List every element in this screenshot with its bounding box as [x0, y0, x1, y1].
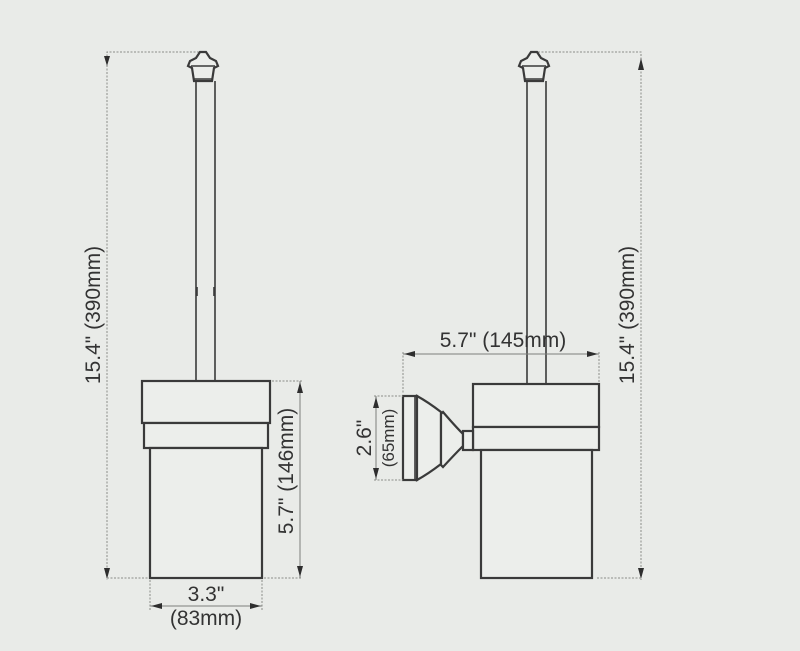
- front-view: 15.4" (390mm) 5.7" (146mm): [82, 50, 303, 630]
- brush-handle-finial: [186, 50, 220, 83]
- side-overall-height-dimension: 15.4" (390mm): [538, 51, 644, 580]
- brush-handle-finial-side: [517, 50, 551, 83]
- arrow-down-icon: [297, 566, 303, 577]
- arrow-down-icon: [104, 568, 110, 579]
- side-projection-label: 5.7" (145mm): [440, 329, 567, 352]
- arrow-down-icon: [638, 568, 644, 579]
- front-cup-width-dimension: 3.3" (83mm): [149, 580, 263, 630]
- front-cup-height-dimension: 5.7" (146mm): [264, 380, 303, 579]
- front-cup-width-mm-label: (83mm): [170, 607, 242, 630]
- arrow-up-icon: [638, 58, 644, 70]
- arrow-up-icon: [373, 397, 379, 408]
- arrow-right-icon: [250, 603, 261, 609]
- cup-lid-side: [471, 382, 601, 429]
- front-overall-height-label: 15.4" (390mm): [82, 246, 105, 384]
- front-overall-height-dimension: 15.4" (390mm): [82, 51, 206, 580]
- brush-handle-stem: [195, 81, 216, 381]
- front-cup-height-label: 5.7" (146mm): [275, 408, 298, 535]
- side-projection-dimension: 5.7" (145mm): [402, 329, 600, 394]
- arrow-down-icon: [104, 56, 110, 66]
- front-cup-width-inch-label: 3.3": [188, 583, 225, 606]
- glass-cup-side: [479, 448, 594, 580]
- arrow-right-icon: [587, 351, 598, 357]
- arrow-left-icon: [151, 603, 162, 609]
- side-base-height-inch-label: 2.6": [353, 420, 376, 457]
- side-base-height-mm-label: (65mm): [379, 409, 398, 468]
- brush-handle-stem-side: [526, 81, 547, 384]
- arrow-left-icon: [404, 351, 415, 357]
- wall-mount-bracket: [401, 394, 475, 482]
- side-base-height-dimension: 2.6" (65mm): [353, 395, 403, 481]
- arrow-up-icon: [297, 382, 303, 393]
- cup-lid: [140, 379, 272, 425]
- side-view: 15.4" (390mm): [353, 50, 644, 580]
- arrow-down-icon: [373, 468, 379, 479]
- cup-rim-band: [142, 421, 270, 450]
- side-overall-height-label: 15.4" (390mm): [616, 246, 639, 384]
- cup-rim-band-side: [471, 425, 601, 452]
- glass-cup: [148, 446, 264, 580]
